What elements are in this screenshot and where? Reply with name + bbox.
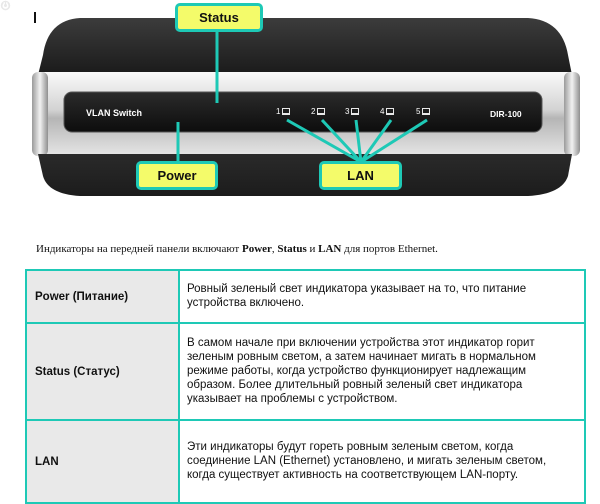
intro-sentence: Индикаторы на передней панели включают P… bbox=[36, 243, 438, 255]
ethernet-port-icon bbox=[422, 108, 431, 115]
power-callout: Power bbox=[136, 161, 218, 190]
table-row: Status (Статус) В самом начале при включ… bbox=[25, 322, 586, 421]
lan-port-4-indicator: 4 bbox=[380, 107, 395, 116]
lan-callout: LAN bbox=[319, 161, 402, 190]
intro-and: и bbox=[306, 243, 319, 255]
term-cell: LAN bbox=[25, 419, 180, 504]
description-cell: В самом начале при включении устройства … bbox=[178, 322, 586, 421]
port-number: 2 bbox=[311, 107, 316, 116]
intro-comma: , bbox=[271, 243, 278, 255]
port-number: 1 bbox=[276, 107, 281, 116]
port-number: 5 bbox=[416, 107, 421, 116]
port-number: 3 bbox=[345, 107, 350, 116]
ethernet-port-icon bbox=[351, 108, 360, 115]
term-cell: Power (Питание) bbox=[25, 269, 180, 324]
indicator-table: Power (Питание) Ровный зеленый свет инди… bbox=[25, 269, 586, 504]
model-label: DIR-100 bbox=[490, 109, 522, 119]
table-row: Power (Питание) Ровный зеленый свет инди… bbox=[25, 269, 586, 324]
table-row: LAN Эти индикаторы будут гореть ровным з… bbox=[25, 419, 586, 504]
ethernet-port-icon bbox=[317, 108, 326, 115]
port-number: 4 bbox=[380, 107, 385, 116]
intro-text: Индикаторы на передней панели включают bbox=[36, 243, 242, 255]
description-cell: Эти индикаторы будут гореть ровным зелен… bbox=[178, 419, 586, 504]
lan-port-3-indicator: 3 bbox=[345, 107, 360, 116]
lan-port-1-indicator: 1 bbox=[276, 107, 291, 116]
vlan-switch-label: VLAN Switch bbox=[86, 108, 143, 118]
status-callout: Status bbox=[175, 3, 263, 32]
lan-port-2-indicator: 2 bbox=[311, 107, 326, 116]
ethernet-port-icon bbox=[282, 108, 291, 115]
ethernet-port-icon bbox=[386, 108, 395, 115]
router-front-panel-illustration: VLAN Switch DIR-100 1 2 3 4 5 Status Pow… bbox=[0, 0, 600, 232]
intro-power: Power bbox=[241, 243, 272, 255]
lan-port-5-indicator: 5 bbox=[416, 107, 431, 116]
text-cursor bbox=[34, 12, 36, 23]
intro-text-end: для портов Ethernet. bbox=[341, 243, 438, 255]
intro-status: Status bbox=[277, 243, 307, 255]
intro-lan: LAN bbox=[318, 243, 342, 255]
description-cell: Ровный зеленый свет индикатора указывает… bbox=[178, 269, 586, 324]
term-cell: Status (Статус) bbox=[25, 322, 180, 421]
status-icon bbox=[0, 0, 11, 11]
